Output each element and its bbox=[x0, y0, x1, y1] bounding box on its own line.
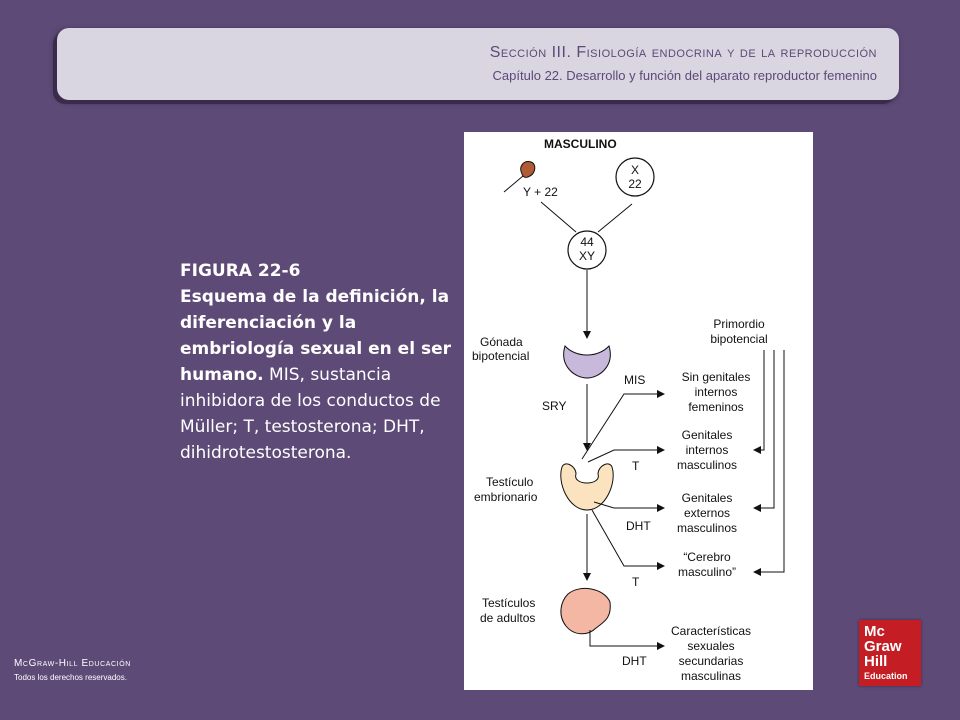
genitales-internos-label-3: masculinos bbox=[677, 458, 737, 472]
genitales-externos-label-2: externos bbox=[684, 506, 730, 520]
egg-circle bbox=[615, 157, 655, 197]
caracteristicas-label-3: secundarias bbox=[679, 654, 744, 668]
testiculo-label-1: Testículo bbox=[486, 475, 534, 489]
primordio-internal-arrow bbox=[753, 350, 765, 454]
dht-label-2: DHT bbox=[622, 654, 647, 668]
egg-label-22: 22 bbox=[628, 177, 642, 191]
sin-genitales-label-1: Sin genitales bbox=[682, 370, 751, 384]
figure-caption: FIGURA 22-6 Esquema de la definición, la… bbox=[180, 258, 460, 466]
header-banner: Sección III. Fisiología endocrina y de l… bbox=[57, 28, 899, 100]
bipotential-gonad-shape bbox=[563, 345, 611, 379]
logo-line-education: Education bbox=[864, 671, 908, 681]
t-brain-arrow bbox=[591, 509, 665, 570]
caracteristicas-label-2: sexuales bbox=[687, 639, 734, 653]
caption-description: MIS, sustancia inhibidora de los conduct… bbox=[180, 365, 441, 463]
adultos-label-1: Testículos bbox=[482, 596, 535, 610]
genitales-externos-label-3: masculinos bbox=[677, 521, 737, 535]
section-title: Sección III. Fisiología endocrina y de l… bbox=[489, 44, 877, 61]
mis-label: MIS bbox=[624, 373, 645, 387]
dht-label-1: DHT bbox=[626, 519, 651, 533]
dht-secondary-arrow bbox=[589, 630, 665, 650]
testiculo-label-2: embrionario bbox=[474, 490, 538, 504]
masculino-label: MASCULINO bbox=[544, 137, 617, 151]
logo-line-hill: Hill bbox=[864, 653, 888, 670]
primordio-brain-arrow bbox=[753, 350, 785, 576]
cerebro-label-2: masculino” bbox=[678, 565, 736, 579]
sperm-icon bbox=[503, 161, 536, 193]
adultos-label-2: de adultos bbox=[480, 611, 535, 625]
sin-genitales-label-3: femeninos bbox=[688, 400, 743, 414]
gonada-label-1: Gónada bbox=[480, 335, 523, 349]
mcgraw-hill-logo: Mc Graw Hill Education bbox=[859, 620, 921, 686]
primordio-external-arrow bbox=[753, 350, 775, 512]
logo-line-mc: Mc bbox=[864, 623, 885, 640]
caracteristicas-label-4: masculinas bbox=[681, 669, 741, 683]
caracteristicas-label-1: Características bbox=[671, 624, 751, 638]
primordio-label-2: bipotencial bbox=[710, 332, 767, 346]
chapter-title: Capítulo 22. Desarrollo y función del ap… bbox=[492, 68, 877, 83]
sex-differentiation-diagram: MASCULINO Y + 22 X 22 44 XY Gónada bipot… bbox=[464, 132, 813, 690]
genitales-internos-label-1: Genitales bbox=[682, 428, 733, 442]
figure-label: FIGURA 22-6 bbox=[180, 261, 301, 281]
sperm-to-zygote-line bbox=[540, 201, 577, 233]
zygote-label-xy: XY bbox=[579, 249, 595, 263]
sperm-label: Y + 22 bbox=[523, 185, 558, 199]
sry-label: SRY bbox=[542, 399, 566, 413]
logo-line-graw: Graw bbox=[864, 638, 902, 655]
sin-genitales-label-2: internos bbox=[695, 385, 738, 399]
mis-arrow bbox=[581, 390, 665, 460]
egg-to-zygote-line bbox=[597, 203, 633, 233]
t-internal-arrow bbox=[587, 446, 665, 463]
zygote-circle bbox=[567, 230, 607, 270]
cerebro-label-1: “Cerebro bbox=[683, 550, 731, 564]
primordio-label-1: Primordio bbox=[713, 317, 765, 331]
adult-testis-shape bbox=[560, 587, 611, 635]
zygote-label-44: 44 bbox=[580, 235, 594, 249]
genitales-internos-label-2: internos bbox=[686, 443, 729, 457]
footer-brand: McGraw-Hill Educación bbox=[14, 658, 131, 669]
dht-external-arrow bbox=[593, 501, 665, 512]
t-label-1: T bbox=[632, 459, 640, 473]
genitales-externos-label-1: Genitales bbox=[682, 491, 733, 505]
t-label-2: T bbox=[632, 575, 640, 589]
footer-rights: Todos los derechos reservados. bbox=[14, 673, 127, 682]
caption-title: Esquema de la definición, la diferenciac… bbox=[180, 287, 451, 385]
embryonic-testis-shape bbox=[560, 463, 614, 511]
egg-label-x: X bbox=[631, 163, 639, 177]
diagram-svg: MASCULINO Y + 22 X 22 44 XY Gónada bipot… bbox=[472, 137, 785, 683]
gonada-label-2: bipotencial bbox=[472, 349, 529, 363]
